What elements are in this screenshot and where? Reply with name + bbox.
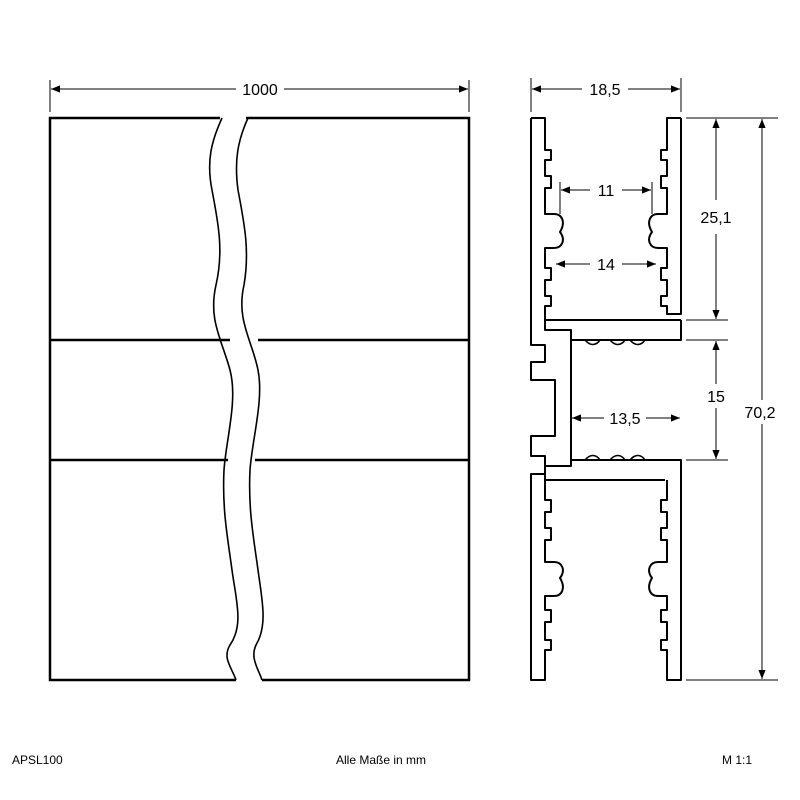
profile-outline-right-upper: [648, 117, 682, 315]
dimension-label-upper-opening-inner: 11: [598, 183, 615, 200]
profile-outline-left: [530, 117, 681, 681]
dimension-profile-width: 18,5: [530, 78, 682, 112]
side-view-right-panel: [246, 116, 471, 682]
dimension-label-upper-channel-depth: 25,1: [700, 210, 731, 227]
dimension-middle-depth: 13,5: [572, 411, 680, 428]
profile-middle-section: [544, 320, 682, 480]
dimension-upper-opening-inner: 11: [559, 182, 653, 214]
break-line-right: [235, 117, 264, 681]
dimension-label-upper-opening-outer: 14: [597, 257, 615, 274]
profile-cross-section: [530, 117, 682, 681]
profile-grooves-bottom: [584, 454, 646, 461]
side-view-left-panel: [48, 116, 236, 682]
dimension-upper-opening-outer: 14: [556, 257, 656, 274]
scale-label: M 1:1: [722, 753, 753, 767]
dimension-length: 1000: [49, 80, 470, 112]
side-view: [48, 116, 471, 682]
vertical-dimensions: 25,1 15 70,2: [686, 117, 778, 681]
profile-outline-right-lower: [648, 480, 682, 681]
dimension-label-profile-width: 18,5: [589, 82, 620, 99]
dimension-label-middle-depth: 13,5: [609, 411, 640, 428]
break-line-left: [208, 117, 239, 681]
dimension-label-length: 1000: [242, 82, 278, 99]
dimension-label-middle-height: 15: [707, 389, 725, 406]
profile-grooves-top: [584, 339, 646, 346]
article-number: APSL100: [12, 753, 63, 767]
units-note: Alle Maße in mm: [336, 753, 427, 767]
dimension-label-total-height: 70,2: [744, 405, 775, 422]
